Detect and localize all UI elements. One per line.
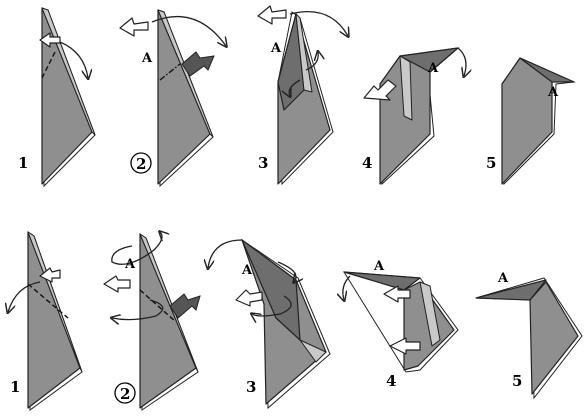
hollow-arrow-icon (363, 79, 397, 101)
point-label: A (270, 41, 282, 56)
row1-step4: A 4 (362, 47, 466, 186)
hollow-arrow-icon (257, 5, 287, 25)
curved-fold-arrow-icon (151, 15, 226, 46)
curved-fold-arrow-icon (112, 299, 164, 320)
row1-step5: A 5 (486, 57, 576, 186)
hollow-arrow-icon (235, 289, 263, 307)
point-label: A (141, 51, 153, 66)
step-circle (114, 382, 136, 404)
hollow-arrow-icon (383, 285, 411, 303)
step-number: 3 (246, 378, 256, 396)
curved-fold-arrow-icon (252, 295, 292, 316)
row1-step3: A 3 (257, 5, 348, 186)
curved-fold-arrow-icon (111, 232, 162, 265)
point-label: A (241, 263, 253, 278)
step-number: 4 (386, 372, 396, 390)
step-number: 3 (258, 154, 268, 172)
row2-step3: A 3 (208, 238, 331, 410)
step-number: 4 (362, 154, 372, 172)
curved-fold-arrow-icon (305, 52, 318, 71)
point-label: A (373, 259, 385, 274)
curved-fold-arrow-icon (457, 47, 466, 76)
hollow-arrow-icon (119, 17, 149, 37)
step-number: 1 (18, 154, 28, 172)
curved-fold-arrow-icon (289, 10, 348, 36)
step-number: 1 (10, 378, 20, 396)
push-arrow-icon (181, 51, 215, 77)
hollow-arrow-icon (389, 337, 421, 355)
curved-fold-arrow-icon (277, 261, 296, 282)
curved-fold-arrow-icon (59, 41, 88, 78)
step-circle (130, 152, 152, 174)
hollow-arrow-icon (103, 275, 131, 293)
row1-step2: A 2 (119, 9, 226, 188)
point-label: A (547, 85, 559, 100)
row2-step4: A 4 (343, 259, 459, 390)
step-number: 2 (136, 155, 146, 173)
curved-fold-arrow-icon (8, 281, 41, 312)
row1-step1: 1 (18, 7, 96, 188)
hollow-arrow-icon (39, 267, 61, 283)
step-number: 2 (120, 385, 130, 403)
curved-fold-arrow-icon (343, 275, 351, 300)
hollow-arrow-icon (39, 32, 61, 48)
point-label: A (427, 61, 439, 76)
push-arrow-icon (169, 293, 201, 319)
curved-fold-arrow-icon (289, 79, 301, 96)
row2-step2: A 2 (103, 232, 201, 411)
curved-fold-arrow-icon (208, 239, 243, 268)
point-label: A (497, 271, 509, 286)
row2-step5: A 5 (475, 271, 583, 400)
step-number: 5 (486, 154, 496, 172)
step-number: 5 (512, 372, 522, 390)
row2-step1: 1 (8, 231, 83, 411)
point-label: A (124, 257, 136, 272)
